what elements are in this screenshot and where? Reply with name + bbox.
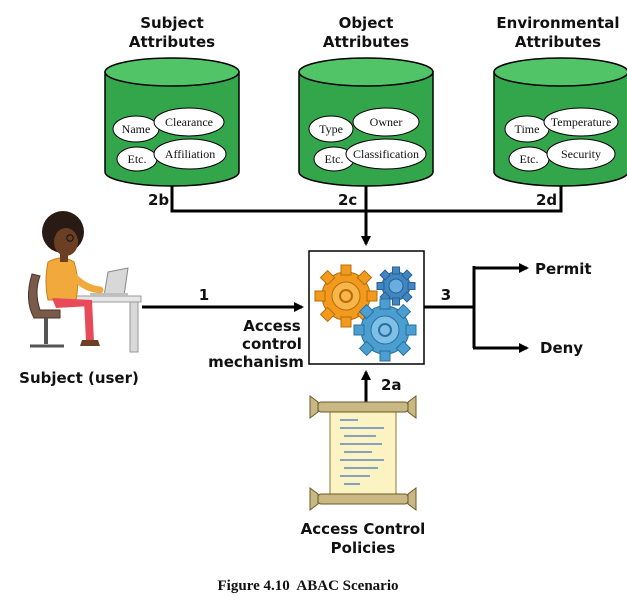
object-attributes-repository: Object Attributes Type Owner Etc. Classi… [298,14,434,187]
decision-arrows [424,263,529,353]
object-attributes-title-line2: Attributes [323,33,409,51]
attribute-security: Security [561,147,601,161]
gears-icon [314,264,417,362]
policies-label-line1: Access Control [301,520,426,538]
label-3: 3 [441,286,451,304]
attribute-etc: Etc. [520,152,539,166]
subject-attributes-title-line2: Attributes [129,33,215,51]
permit-label: Permit [535,260,592,278]
attribute-owner: Owner [370,115,403,129]
mechanism-label-line2: control [242,335,302,353]
access-control-mechanism: Access control mechanism [208,250,425,371]
attribute-etc: Etc. [325,152,344,166]
figure-caption: Figure 4.10 ABAC Scenario [218,578,399,594]
label-2b: 2b [148,191,169,209]
subject-label: Subject (user) [19,369,139,387]
environmental-attributes-title-line1: Environmental [496,14,619,32]
label-2c: 2c [338,191,357,209]
subject-attributes-title-line1: Subject [140,14,204,32]
label-2d: 2d [536,191,557,209]
attribute-affiliation: Affiliation [165,147,215,161]
mechanism-label-line3: mechanism [208,353,304,371]
subject-attributes-repository: Subject Attributes Name Clearance Etc. A… [104,14,240,187]
attribute-clearance: Clearance [165,115,213,129]
environmental-attributes-repository: Environmental Attributes Time Temperatur… [493,14,627,187]
user-at-laptop-icon [28,211,142,353]
object-attributes-title-line1: Object [339,14,394,32]
mechanism-label-line1: Access [243,317,300,335]
policy-scroll-icon [309,395,417,511]
attribute-classification: Classification [353,147,419,161]
label-2a: 2a [381,376,402,394]
attribute-etc: Etc. [128,152,147,166]
deny-label: Deny [540,339,583,357]
attribute-bus [170,186,563,246]
policies-label-line2: Policies [331,539,396,557]
attribute-time: Time [515,122,540,136]
attribute-temperature: Temperature [551,115,611,129]
label-1: 1 [199,286,209,304]
environmental-attributes-title-line2: Attributes [515,33,601,51]
attribute-name: Name [122,122,151,136]
attribute-type: Type [319,122,343,136]
